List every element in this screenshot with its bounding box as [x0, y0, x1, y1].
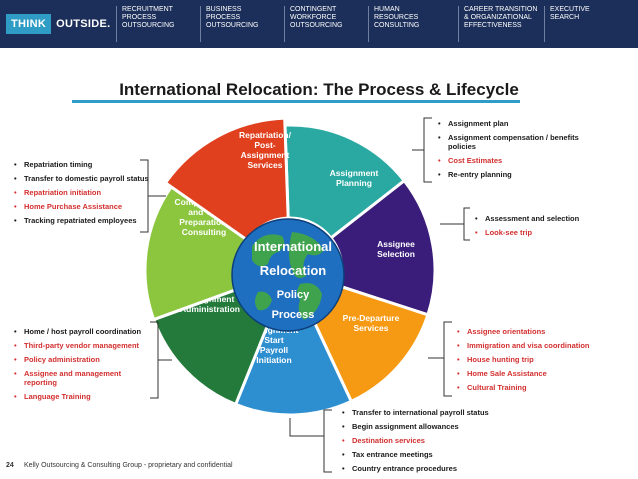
list-item: Begin assignment allowances [340, 422, 490, 431]
list-assignee-selection: Assessment and selectionLook-see trip [473, 214, 623, 242]
list-item: Re-entry planning [436, 170, 586, 179]
list-item: Cultural Training [455, 383, 630, 392]
list-item: Language Training [12, 392, 152, 401]
page-number: 24 [6, 462, 14, 469]
segment-label-repatriation: Post- [254, 140, 275, 150]
nav-item-career-transition[interactable]: Career Transition & Organizational Effec… [458, 6, 542, 42]
list-item: Home / host payroll coordination [12, 327, 152, 336]
list-pre-departure: Assignee orientationsImmigration and vis… [455, 327, 630, 397]
footer-text: Kelly Outsourcing & Consulting Group - p… [24, 462, 233, 469]
nav-item-executive-search[interactable]: Executive Search [544, 6, 610, 42]
list-item: Tracking repatriated employees [12, 216, 152, 225]
segment-planning [283, 123, 407, 241]
list-item: Tax entrance meetings [340, 450, 490, 459]
list-item: Home Sale Assistance [455, 369, 630, 378]
list-item: Transfer to domestic payroll status [12, 174, 152, 183]
list-item: Repatriation timing [12, 160, 152, 169]
segment-label-payroll: Start [264, 335, 284, 345]
list-item: Third-party vendor management [12, 341, 152, 350]
page-title: International Relocation: The Process & … [119, 80, 519, 99]
list-ongoing-administration: Home / host payroll coordinationThird-pa… [12, 327, 152, 406]
list-item: Assignee orientations [455, 327, 630, 336]
list-item: Assignee and management reporting [12, 369, 152, 387]
list-connector [289, 409, 332, 473]
list-connector [428, 321, 452, 397]
segment-label-predeparture: Pre-Departure [343, 313, 400, 323]
nav-item-hr-consulting[interactable]: Human Resources Consulting [368, 6, 454, 42]
list-repatriation: Repatriation timingTransfer to domestic … [12, 160, 152, 230]
nav-item-bpo[interactable]: Business Process Outsourcing [200, 6, 280, 42]
list-item: Cost Estimates [436, 156, 586, 165]
list-item: Country entrance procedures [340, 464, 490, 473]
globe-icon [231, 218, 345, 332]
list-item: Transfer to international payroll status [340, 408, 490, 417]
segment-label-repatriation: Services [248, 160, 283, 170]
segment-label-predeparture: Services [354, 323, 389, 333]
segment-label-repatriation: Repatriation/ [239, 130, 292, 140]
segment-label-ongoing: Administration [180, 304, 240, 314]
list-connector [440, 207, 470, 241]
segment-label-planning: Planning [336, 178, 372, 188]
segment-label-selection: Assignee [377, 239, 415, 249]
logo-think: THINK [6, 14, 52, 34]
list-connector [150, 321, 172, 399]
center-label-policy: Policy [277, 289, 310, 301]
segment-label-yearend: Preparation/ [179, 217, 229, 227]
center-label-relocation: Relocation [260, 263, 327, 278]
segment-label-repatriation: Assignment [241, 150, 290, 160]
list-item: Look-see trip [473, 228, 623, 237]
nav-item-rpo[interactable]: Recruitment Process Outsourcing [116, 6, 196, 42]
list-item: Assessment and selection [473, 214, 623, 223]
segment-label-yearend: Consulting [182, 227, 226, 237]
list-item: Assignment plan [436, 119, 586, 128]
list-connector [412, 117, 432, 183]
center-label-international: International [254, 239, 332, 254]
segment-label-yearend: and Tax [188, 207, 220, 217]
list-item: Home Purchase Assistance [12, 202, 152, 211]
list-item: Destination services [340, 436, 490, 445]
list-item: Policy administration [12, 355, 152, 364]
list-assignment-planning: Assignment planAssignment compensation /… [436, 119, 586, 184]
header-bar: THINK OUTSIDE. Recruitment Process Outso… [0, 0, 638, 48]
title-underline [72, 100, 520, 103]
segment-label-payroll: Initiation [256, 355, 291, 365]
nav-item-cwo[interactable]: Contingent Workforce Outsourcing [284, 6, 364, 42]
think-outside-logo[interactable]: THINK OUTSIDE. [6, 13, 115, 35]
segment-label-selection: Selection [377, 249, 415, 259]
logo-outside: OUTSIDE. [56, 18, 111, 30]
list-payroll-initiation: Transfer to international payroll status… [340, 408, 490, 478]
center-label-process: Process [272, 309, 315, 321]
list-item: House hunting trip [455, 355, 630, 364]
segment-label-payroll: Payroll [260, 345, 288, 355]
list-item: Repatriation initiation [12, 188, 152, 197]
segment-label-planning: Assignment [330, 168, 379, 178]
list-item: Immigration and visa coordination [455, 341, 630, 350]
list-item: Assignment compensation / benefits polic… [436, 133, 586, 151]
